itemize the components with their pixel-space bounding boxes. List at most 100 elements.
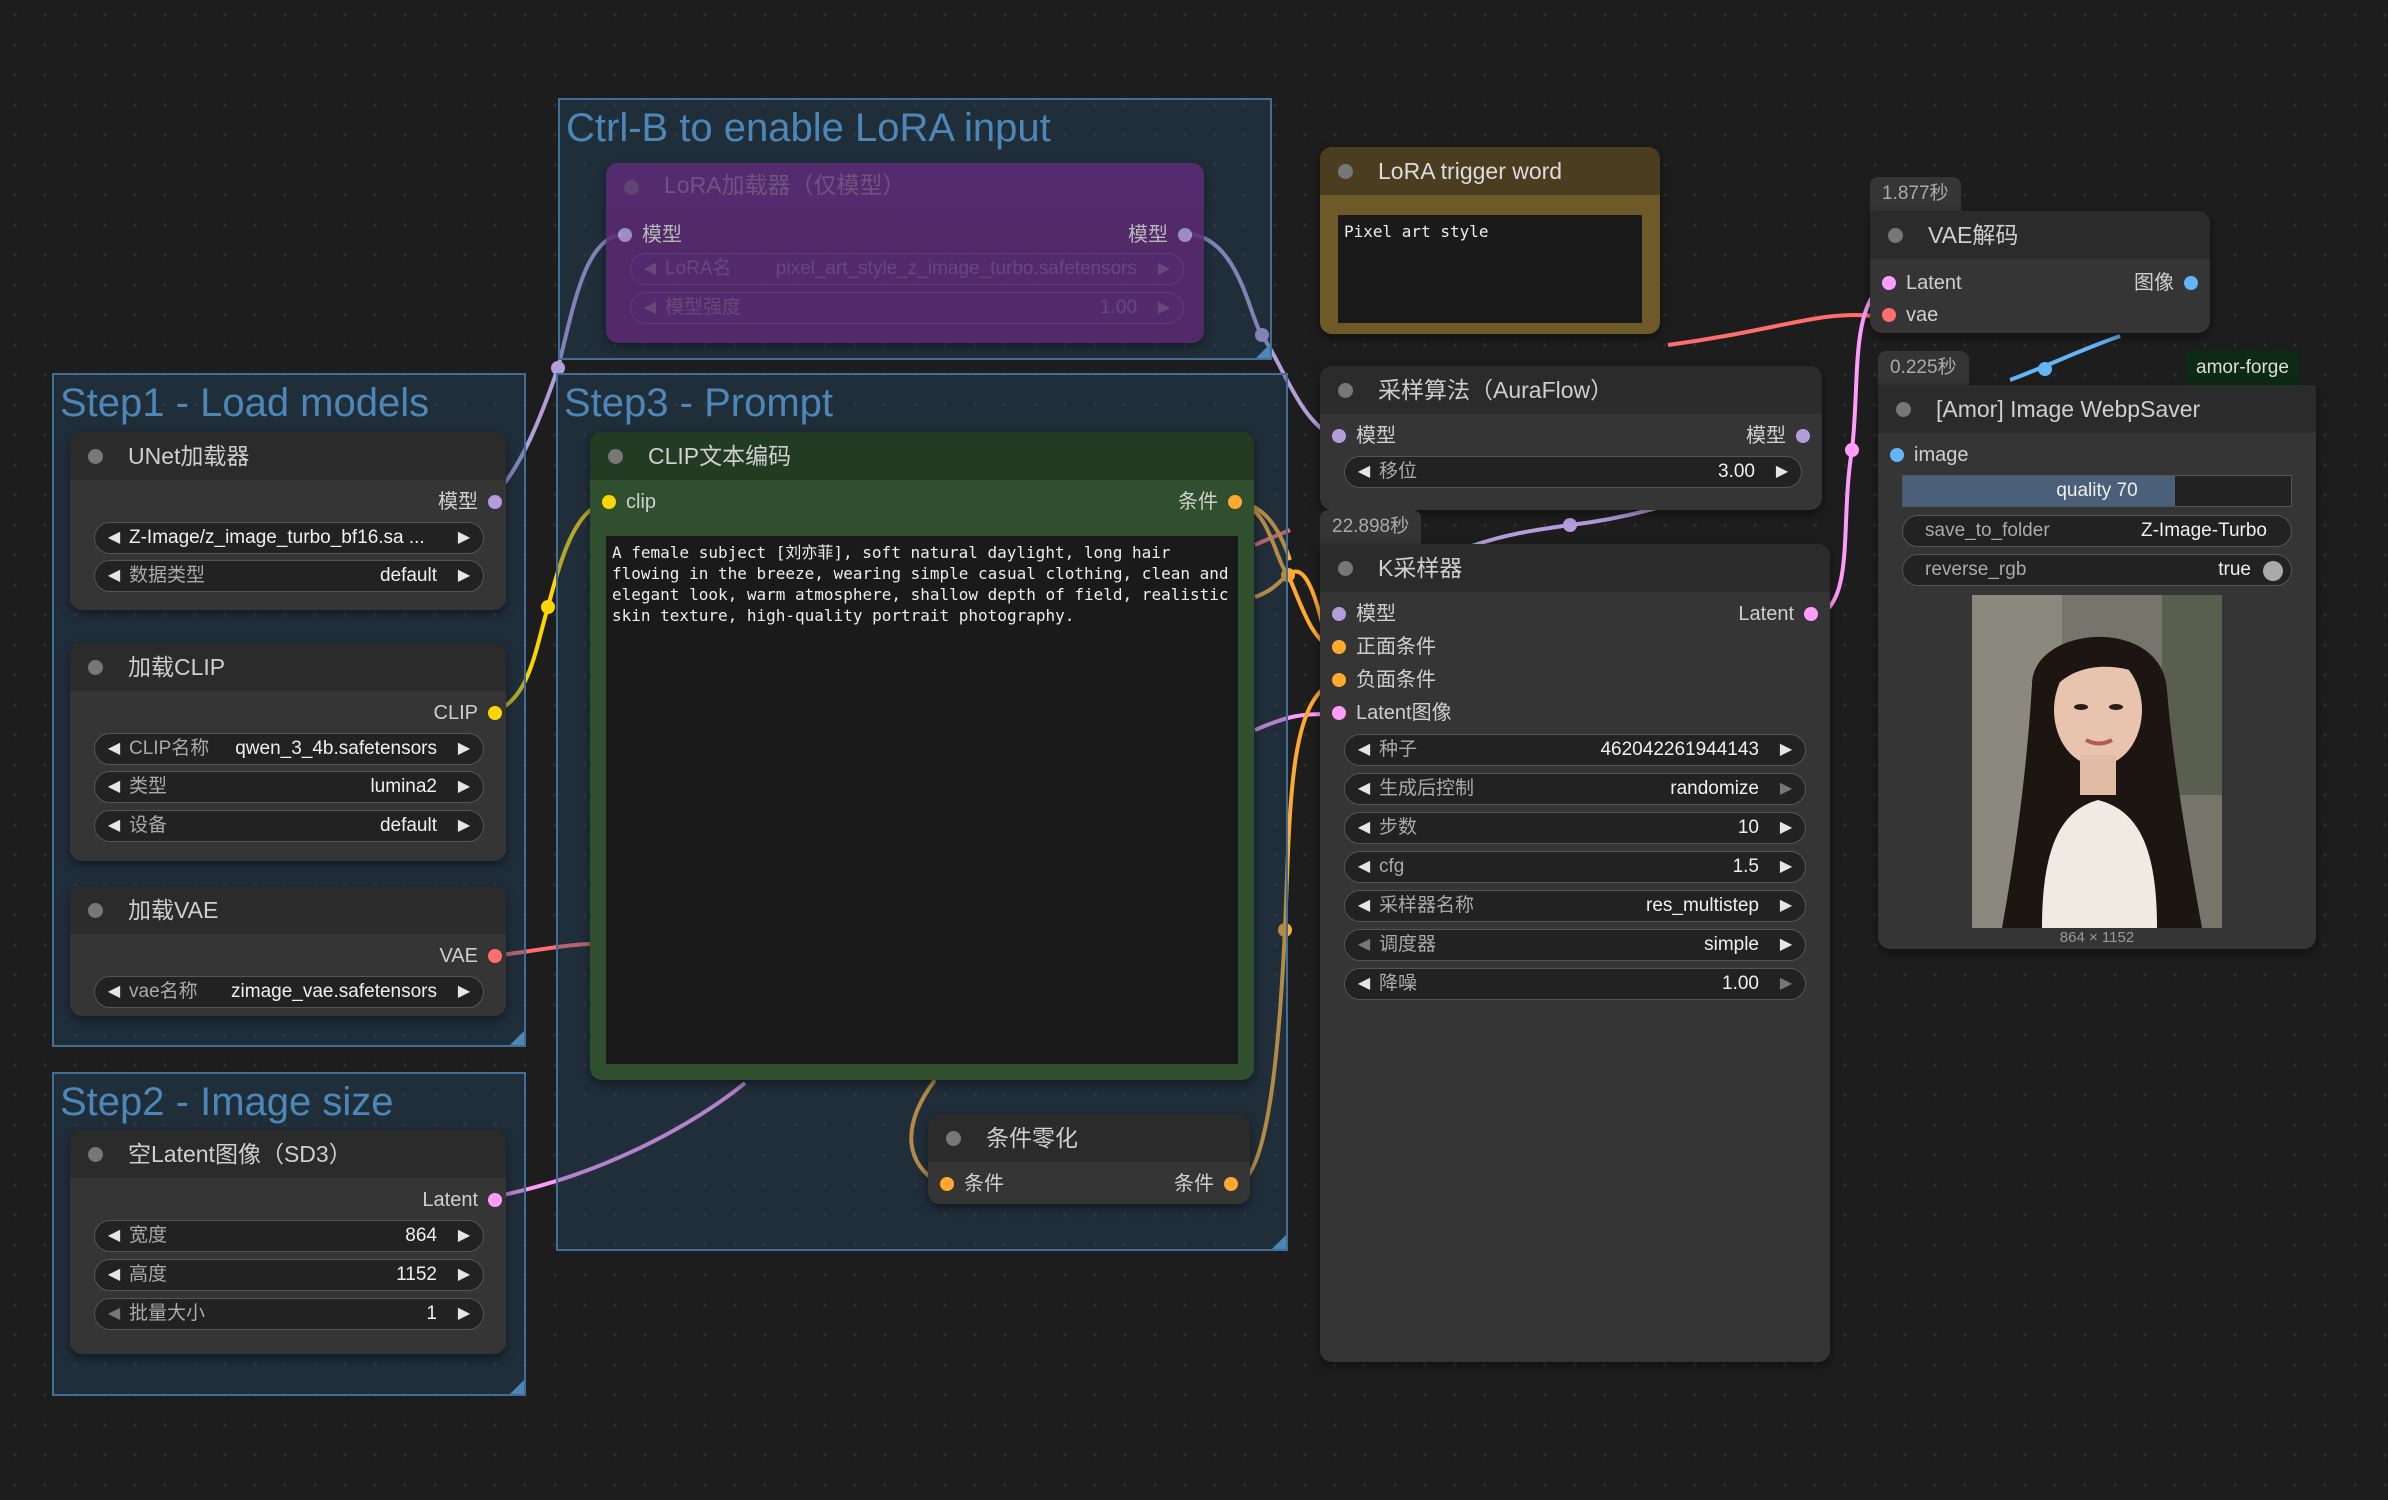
scheduler-widget[interactable]: ◀ 调度器 simple ▶ bbox=[1344, 929, 1806, 961]
ks-in-latent[interactable]: Latent图像 bbox=[1328, 699, 1452, 727]
zero-out-cond[interactable]: 条件 bbox=[1174, 1170, 1242, 1198]
vae-loader-title[interactable]: 加载VAE bbox=[70, 886, 506, 934]
vae-decode-title[interactable]: VAE解码 bbox=[1870, 211, 2210, 259]
increment-arrow-icon[interactable]: ▶ bbox=[1779, 780, 1793, 797]
output-preview-image[interactable] bbox=[1972, 595, 2222, 928]
decode-in-latent[interactable]: Latent bbox=[1878, 269, 1962, 297]
empty-latent-node[interactable]: 空Latent图像（SD3） Latent ◀ 宽度 864 ▶ ◀ 高度 11… bbox=[70, 1130, 506, 1354]
decrement-arrow-icon[interactable]: ◀ bbox=[107, 983, 121, 1000]
vae-output-dot-icon[interactable] bbox=[488, 949, 502, 963]
increment-arrow-icon[interactable]: ▶ bbox=[1779, 819, 1793, 836]
decrement-arrow-icon[interactable]: ◀ bbox=[107, 740, 121, 757]
decrement-arrow-icon[interactable]: ◀ bbox=[107, 1266, 121, 1283]
prompt-textarea[interactable]: A female subject [刘亦菲], soft natural day… bbox=[606, 536, 1238, 1064]
model-input-dot-icon[interactable] bbox=[1332, 429, 1346, 443]
increment-arrow-icon[interactable]: ▶ bbox=[457, 1305, 471, 1322]
cond-zero-title[interactable]: 条件零化 bbox=[928, 1114, 1250, 1162]
decrement-arrow-icon[interactable]: ◀ bbox=[1357, 741, 1371, 758]
increment-arrow-icon[interactable]: ▶ bbox=[457, 529, 471, 546]
decrement-arrow-icon[interactable]: ◀ bbox=[1357, 463, 1371, 480]
increment-arrow-icon[interactable]: ▶ bbox=[457, 740, 471, 757]
sampler-widget[interactable]: ◀ 采样器名称 res_multistep ▶ bbox=[1344, 890, 1806, 922]
vae-name-widget[interactable]: ◀ vae名称 zimage_vae.safetensors ▶ bbox=[94, 976, 484, 1008]
clip-device-widget[interactable]: ◀ 设备 default ▶ bbox=[94, 810, 484, 842]
clip-loader-node[interactable]: 加载CLIP CLIP ◀ CLIP名称 qwen_3_4b.safetenso… bbox=[70, 643, 506, 861]
clip-text-encode-title[interactable]: CLIP文本编码 bbox=[590, 432, 1254, 480]
decrement-arrow-icon[interactable]: ◀ bbox=[643, 260, 657, 277]
collapse-dot-icon[interactable] bbox=[1338, 383, 1353, 398]
model-output-dot-icon[interactable] bbox=[1796, 429, 1810, 443]
decrement-arrow-icon[interactable]: ◀ bbox=[643, 299, 657, 316]
lora-loader-node[interactable]: LoRA加载器（仅模型） 模型 模型 ◀ LoRA名 pixel_art_sty… bbox=[606, 163, 1204, 343]
collapse-dot-icon[interactable] bbox=[88, 1147, 103, 1162]
cond-zero-node[interactable]: 条件零化 条件 条件 bbox=[928, 1114, 1250, 1204]
shift-widget[interactable]: ◀ 移位 3.00 ▶ bbox=[1344, 456, 1802, 488]
encode-in-clip[interactable]: clip bbox=[598, 488, 656, 516]
zero-in-cond[interactable]: 条件 bbox=[936, 1170, 1004, 1198]
increment-arrow-icon[interactable]: ▶ bbox=[457, 1266, 471, 1283]
decrement-arrow-icon[interactable]: ◀ bbox=[107, 1227, 121, 1244]
unet-name-widget[interactable]: ◀ Z-Image/z_image_turbo_bf16.sa ... ▶ bbox=[94, 522, 484, 554]
vae-input-dot-icon[interactable] bbox=[1882, 308, 1896, 322]
increment-arrow-icon[interactable]: ▶ bbox=[457, 567, 471, 584]
latent-output-dot-icon[interactable] bbox=[488, 1193, 502, 1207]
vae-out-vae[interactable]: VAE bbox=[439, 942, 506, 970]
latent-input-dot-icon[interactable] bbox=[1882, 276, 1896, 290]
ks-in-positive[interactable]: 正面条件 bbox=[1328, 633, 1436, 661]
lora-loader-title[interactable]: LoRA加载器（仅模型） bbox=[606, 163, 1204, 207]
image-input-dot-icon[interactable] bbox=[1890, 448, 1904, 462]
latent-width-widget[interactable]: ◀ 宽度 864 ▶ bbox=[94, 1220, 484, 1252]
unet-loader-title[interactable]: UNet加载器 bbox=[70, 432, 506, 480]
decrement-arrow-icon[interactable]: ◀ bbox=[107, 1305, 121, 1322]
cfg-widget[interactable]: ◀ cfg 1.5 ▶ bbox=[1344, 851, 1806, 883]
group-resize-handle[interactable] bbox=[510, 1031, 524, 1045]
ks-in-model[interactable]: 模型 bbox=[1328, 600, 1396, 628]
clip-text-encode-node[interactable]: CLIP文本编码 clip 条件 A female subject [刘亦菲],… bbox=[590, 432, 1254, 1080]
decrement-arrow-icon[interactable]: ◀ bbox=[107, 529, 121, 546]
seed-widget[interactable]: ◀ 种子 462042261944143 ▶ bbox=[1344, 734, 1806, 766]
collapse-dot-icon[interactable] bbox=[1338, 164, 1353, 179]
increment-arrow-icon[interactable]: ▶ bbox=[457, 1227, 471, 1244]
decode-out-image[interactable]: 图像 bbox=[2134, 269, 2202, 297]
empty-latent-title[interactable]: 空Latent图像（SD3） bbox=[70, 1130, 506, 1178]
unet-out-model[interactable]: 模型 bbox=[438, 488, 506, 516]
collapse-dot-icon[interactable] bbox=[608, 449, 623, 464]
toggle-knob-icon[interactable] bbox=[2263, 561, 2283, 581]
decrement-arrow-icon[interactable]: ◀ bbox=[1357, 819, 1371, 836]
latent-batch-widget[interactable]: ◀ 批量大小 1 ▶ bbox=[94, 1298, 484, 1330]
decrement-arrow-icon[interactable]: ◀ bbox=[1357, 897, 1371, 914]
auraflow-title[interactable]: 采样算法（AuraFlow） bbox=[1320, 366, 1822, 414]
increment-arrow-icon[interactable]: ▶ bbox=[1775, 463, 1789, 480]
encode-out-cond[interactable]: 条件 bbox=[1178, 488, 1246, 516]
group-resize-handle[interactable] bbox=[1256, 344, 1270, 358]
auraflow-out-model[interactable]: 模型 bbox=[1746, 422, 1814, 450]
lora-trigger-title[interactable]: LoRA trigger word bbox=[1320, 147, 1660, 195]
ksampler-title[interactable]: K采样器 bbox=[1320, 544, 1830, 592]
clip-name-widget[interactable]: ◀ CLIP名称 qwen_3_4b.safetensors ▶ bbox=[94, 733, 484, 765]
ks-out-latent[interactable]: Latent bbox=[1738, 600, 1822, 628]
quality-slider[interactable]: quality 70 bbox=[1902, 475, 2292, 507]
cond-input-dot-icon[interactable] bbox=[1332, 640, 1346, 654]
increment-arrow-icon[interactable]: ▶ bbox=[457, 778, 471, 795]
model-output-dot-icon[interactable] bbox=[488, 495, 502, 509]
model-input-dot-icon[interactable] bbox=[1332, 607, 1346, 621]
lora-trigger-node[interactable]: LoRA trigger word Pixel art style bbox=[1320, 147, 1660, 334]
group-resize-handle[interactable] bbox=[510, 1380, 524, 1394]
increment-arrow-icon[interactable]: ▶ bbox=[1157, 260, 1171, 277]
unet-loader-node[interactable]: UNet加载器 模型 ◀ Z-Image/z_image_turbo_bf16.… bbox=[70, 432, 506, 610]
model-input-dot-icon[interactable] bbox=[618, 228, 632, 242]
increment-arrow-icon[interactable]: ▶ bbox=[1779, 897, 1793, 914]
latent-input-dot-icon[interactable] bbox=[1332, 706, 1346, 720]
clip-out-clip[interactable]: CLIP bbox=[434, 699, 506, 727]
increment-arrow-icon[interactable]: ▶ bbox=[457, 983, 471, 1000]
auraflow-node[interactable]: 采样算法（AuraFlow） 模型 模型 ◀ 移位 3.00 ▶ bbox=[1320, 366, 1822, 510]
control-widget[interactable]: ◀ 生成后控制 randomize ▶ bbox=[1344, 773, 1806, 805]
decrement-arrow-icon[interactable]: ◀ bbox=[1357, 780, 1371, 797]
lora-trigger-textarea[interactable]: Pixel art style bbox=[1338, 215, 1642, 323]
clip-output-dot-icon[interactable] bbox=[488, 706, 502, 720]
cond-input-dot-icon[interactable] bbox=[940, 1177, 954, 1191]
clip-loader-title[interactable]: 加载CLIP bbox=[70, 643, 506, 691]
latent-height-widget[interactable]: ◀ 高度 1152 ▶ bbox=[94, 1259, 484, 1291]
lora-name-widget[interactable]: ◀ LoRA名 pixel_art_style_z_image_turbo.sa… bbox=[630, 253, 1184, 285]
reverse-rgb-toggle[interactable]: reverse_rgb true bbox=[1902, 554, 2292, 586]
